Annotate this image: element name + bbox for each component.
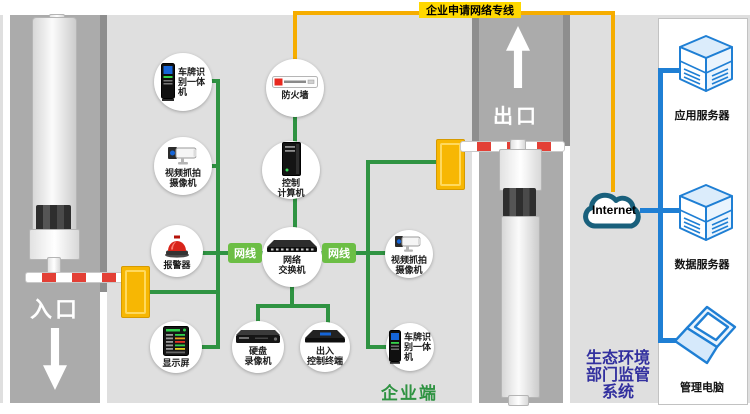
device-label: 显示屏 <box>162 358 190 368</box>
device-label: 硬盘 <box>248 345 267 356</box>
network-cable-line <box>293 112 297 144</box>
network-cable-line <box>198 345 220 349</box>
data-server-icon <box>679 184 733 241</box>
device-label: 计算机 <box>277 188 305 198</box>
regulator-zone-line: 生态环境 <box>585 350 650 367</box>
network-cable-line <box>366 160 438 164</box>
device-label: 视频抓拍 <box>164 168 201 178</box>
internet-line <box>658 68 663 343</box>
cable-tag-label: 网线 <box>328 248 350 260</box>
network-cable-line <box>208 164 220 168</box>
device-label: 控制终端 <box>306 356 343 366</box>
entrance-label: 入口 <box>29 297 80 322</box>
network-cable-line <box>366 160 370 347</box>
device-node-capture-camera-entrance: 视频抓拍摄像机 <box>154 137 212 195</box>
barrier-gate-entrance-panel <box>125 270 146 314</box>
internet-line <box>658 338 683 343</box>
device-label: 车牌识 <box>177 67 205 77</box>
dedicated-line-banner: 企业申请网络专线 <box>419 2 521 18</box>
entrance-road-edge-right <box>100 15 107 403</box>
device-node-firewall: 防火墙 <box>266 59 324 117</box>
license-plate-camera-icon <box>388 330 401 364</box>
device-node-access-terminal: 出入控制终端 <box>300 322 350 372</box>
application-server-label: 应用服务器 <box>674 110 730 122</box>
device-node-dvr: 硬盘录像机 <box>232 321 284 373</box>
device-node-control-computer: 控制计算机 <box>262 141 320 199</box>
bullet-camera-icon <box>395 236 421 252</box>
access-terminal-icon <box>305 330 345 343</box>
camera-pole-exit-head <box>499 149 542 191</box>
device-label: 机 <box>403 352 413 362</box>
device-label: 别一体 <box>403 342 431 352</box>
tower-pc-icon <box>281 142 301 176</box>
network-cable-line <box>366 345 388 349</box>
device-node-plate-recognition-exit: 车牌识别一体机 <box>386 323 434 371</box>
network-cable-line <box>208 79 220 83</box>
cable-tag-label: 网线 <box>234 248 256 260</box>
device-label: 出入 <box>315 346 334 356</box>
license-plate-camera-icon <box>160 63 175 101</box>
device-label: 网络 <box>282 255 301 265</box>
dvr-icon <box>236 329 280 343</box>
data-server-label: 数据服务器 <box>674 259 730 271</box>
device-label: 录像机 <box>244 355 272 366</box>
device-node-plate-recognition-entrance: 车牌识别一体机 <box>154 53 212 111</box>
device-node-capture-camera-exit: 视频抓拍摄像机 <box>385 230 433 278</box>
device-label: 控制 <box>281 178 300 188</box>
siren-icon <box>165 235 189 258</box>
exit-label: 出口 <box>493 106 539 128</box>
barrier-gate-entrance <box>121 266 150 318</box>
dedicated-line <box>611 11 615 192</box>
exit-road-edge-left <box>472 15 479 403</box>
enterprise-zone-label: 企业端 <box>381 384 438 403</box>
camera-pole-entrance-mechanism <box>36 205 71 232</box>
network-cable-line <box>144 290 220 294</box>
device-label: 报警器 <box>163 260 191 270</box>
firewall-icon <box>272 76 318 88</box>
dedicated-line-banner-label: 企业申请网络专线 <box>426 5 514 17</box>
device-label: 视频抓拍 <box>390 255 427 265</box>
network-cable-line <box>326 304 330 323</box>
application-server-icon <box>679 35 733 92</box>
regulator-zone-line: 系统 <box>601 384 634 401</box>
network-cable-line <box>290 284 294 306</box>
bullet-camera-icon <box>168 147 197 165</box>
camera-pole-exit-mechanism <box>503 188 536 217</box>
network-cable-line <box>293 196 297 230</box>
network-cable-line <box>256 304 330 308</box>
barrier-arm-entrance <box>25 272 126 283</box>
barrier-base-entrance <box>29 229 80 260</box>
device-label: 别一体 <box>177 77 205 87</box>
device-node-network-switch: 网络交换机 <box>262 227 322 287</box>
camera-pole-exit <box>501 216 540 398</box>
internet-line <box>658 68 683 73</box>
camera-pole-entrance <box>32 17 77 235</box>
management-computer-label: 管理电脑 <box>680 382 724 394</box>
regulator-zone-label: 生态环境 部门监管 系统 <box>576 350 660 401</box>
internet-label: Internet <box>591 203 636 217</box>
device-node-alarm: 报警器 <box>151 225 203 277</box>
camera-pole-exit-foot <box>508 395 529 406</box>
cable-tag-left: 网线 <box>228 243 262 263</box>
device-label: 交换机 <box>278 265 306 275</box>
regulator-zone-line: 部门监管 <box>585 367 650 384</box>
cable-tag-right: 网线 <box>322 243 356 263</box>
exit-road-edge-right <box>563 15 570 403</box>
led-display-icon <box>163 326 189 356</box>
device-node-display-screen: 显示屏 <box>150 321 202 373</box>
device-label: 摄像机 <box>169 178 197 188</box>
device-label: 机 <box>177 87 187 97</box>
laptop-icon <box>673 305 737 365</box>
internet-line <box>640 208 683 213</box>
network-cable-line <box>216 80 220 349</box>
internet-cloud-icon <box>583 192 641 229</box>
barrier-gate-exit-panel <box>440 143 461 186</box>
entrance-road-edge-left <box>3 15 10 403</box>
dedicated-line <box>293 11 297 60</box>
network-cable-line <box>256 304 260 323</box>
device-label: 防火墙 <box>281 90 309 100</box>
device-label: 车牌识 <box>403 332 431 342</box>
device-label: 摄像机 <box>395 265 423 275</box>
switch-icon <box>267 240 317 252</box>
